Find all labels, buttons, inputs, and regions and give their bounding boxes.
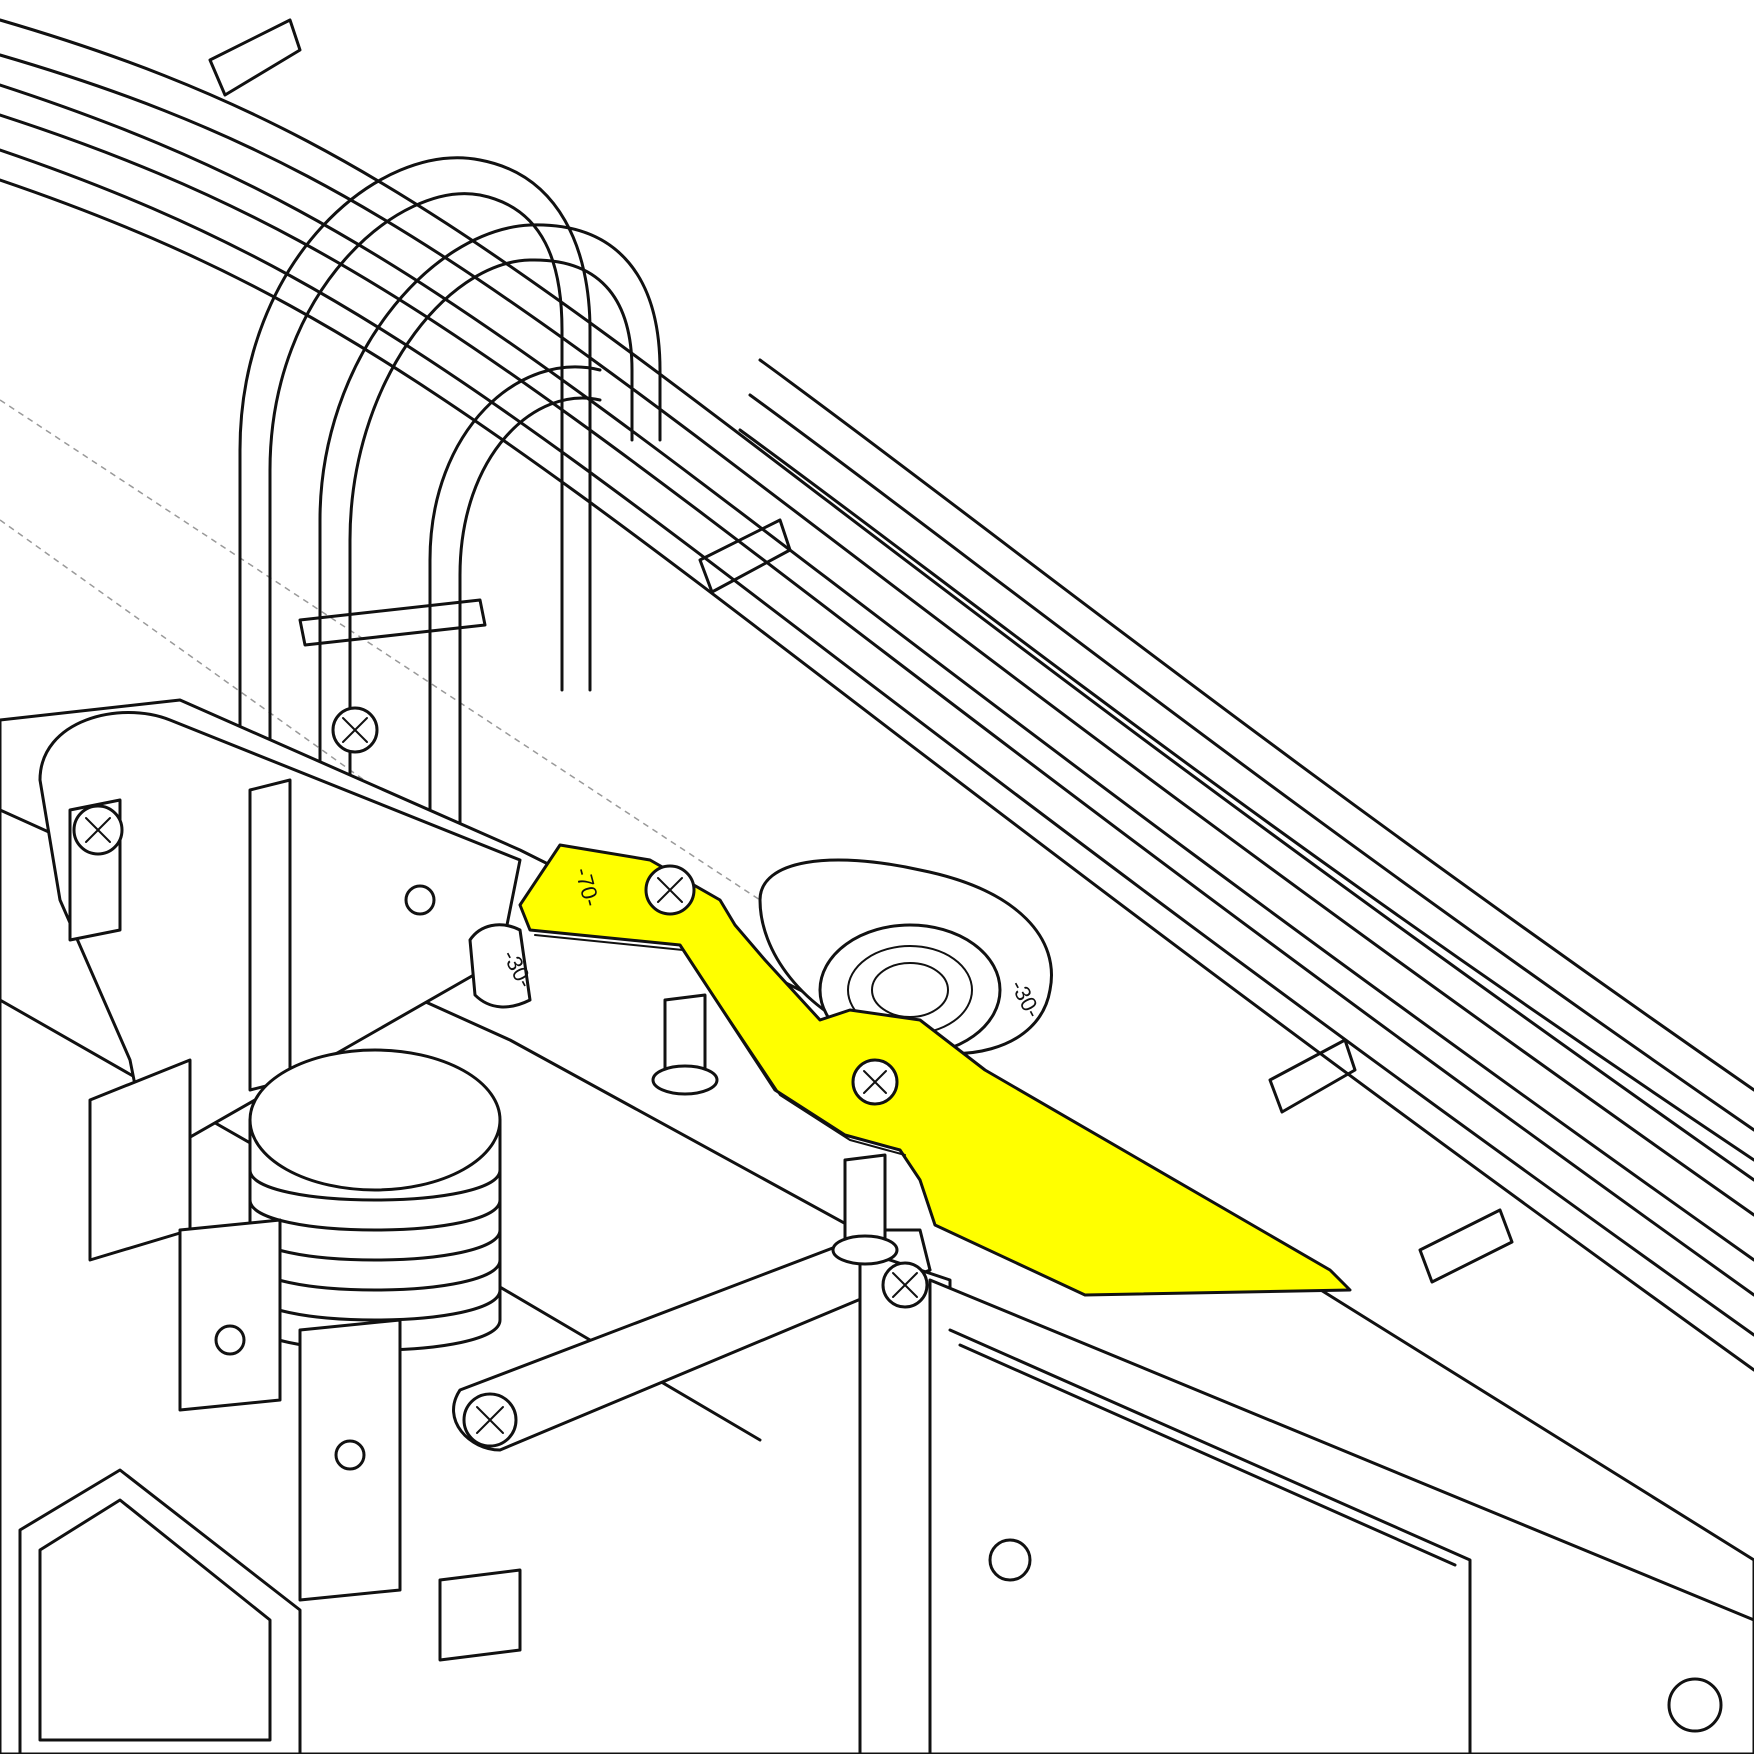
wire-loops xyxy=(238,156,662,912)
left-mount-plate xyxy=(38,706,522,1262)
lower-brackets xyxy=(178,1218,402,1602)
highlighted-lever: -70- xyxy=(518,843,1352,1297)
lever-standoffs xyxy=(651,993,899,1266)
linkage-arm xyxy=(438,1228,952,1754)
cable-clips xyxy=(208,18,1514,1284)
cable-bundle xyxy=(0,18,1754,1372)
coil-stack xyxy=(248,1048,502,1352)
front-panel xyxy=(928,1278,1754,1754)
